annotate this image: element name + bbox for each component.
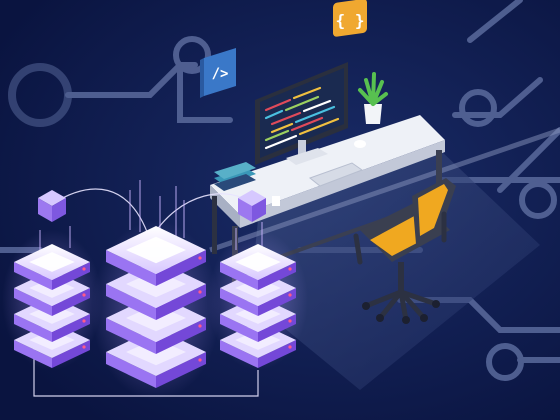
- floating-cube-right: [238, 190, 266, 222]
- office-chair: [353, 178, 456, 324]
- server-status-light: [198, 256, 202, 260]
- server-status-light: [82, 345, 86, 349]
- keyboard: [308, 162, 364, 187]
- floor-light-beam: [209, 127, 560, 253]
- server-status-light: [82, 293, 86, 297]
- server-status-light: [288, 345, 292, 349]
- potted-plant: [358, 72, 388, 124]
- circuit-lines: [0, 0, 560, 381]
- monitor-screen: [260, 68, 344, 158]
- server-status-light: [288, 319, 292, 323]
- server-status-light: [82, 267, 86, 271]
- braces-icon: { }: [336, 11, 365, 30]
- server-status-light: [198, 324, 202, 328]
- books: [214, 162, 256, 191]
- mug: [272, 196, 280, 206]
- server-center-unit-1: [106, 226, 206, 286]
- monitor: [255, 62, 348, 165]
- mouse: [354, 140, 366, 148]
- server-right-unit-1: [220, 244, 296, 290]
- server-status-light: [198, 290, 202, 294]
- server-status-light: [198, 358, 202, 362]
- server-left-unit-1: [14, 244, 90, 290]
- braces-badge: { }: [333, 0, 367, 37]
- server-stacks: [14, 226, 296, 388]
- server-status-light: [82, 319, 86, 323]
- slash-badge: />: [200, 48, 236, 98]
- server-status-light: [288, 267, 292, 271]
- code-slash-icon: />: [212, 66, 229, 82]
- floating-cube-left: [38, 190, 66, 222]
- server-status-light: [288, 293, 292, 297]
